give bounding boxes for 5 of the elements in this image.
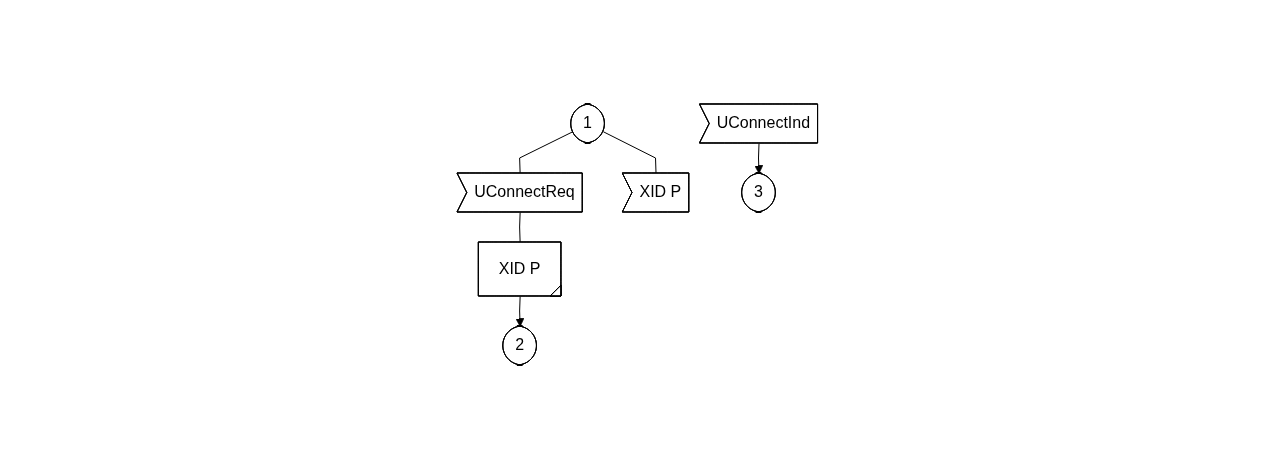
connector — [518, 130, 574, 174]
arrow — [515, 295, 524, 327]
connector — [518, 211, 521, 243]
connector — [602, 130, 657, 174]
arrow — [754, 142, 763, 174]
